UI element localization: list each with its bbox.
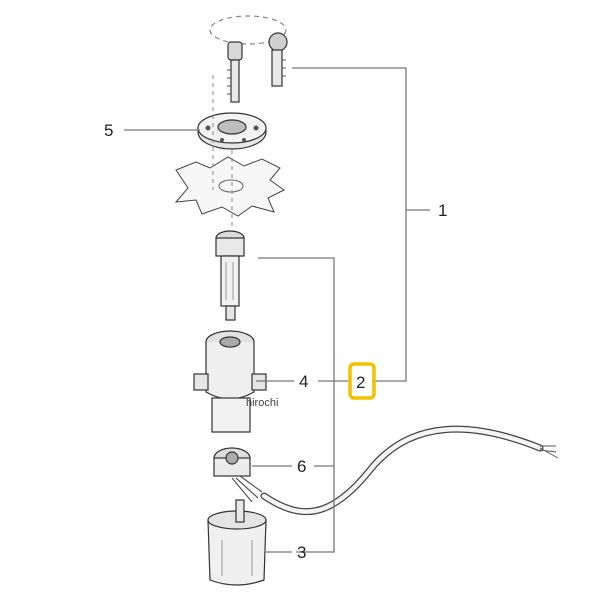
cover-boot [207,499,267,586]
ignition-switch [213,447,263,503]
lock-housing [193,330,267,433]
key-left [227,41,243,103]
wiring-harness [260,425,559,516]
leader-line-2 [258,257,335,553]
callout-3: 3 [297,543,306,562]
highlight-box [348,362,376,400]
callout-4: 4 [299,372,308,391]
leader-line-1 [292,67,430,382]
callout-2: 2 [356,373,365,392]
cover-plate [197,112,267,150]
watermark-text: hirochi [246,397,278,409]
lock-cylinder [215,230,245,321]
callout-5: 5 [104,121,113,140]
callout-1: 1 [438,201,447,220]
key-right [268,32,288,87]
frame-cutout [174,156,285,217]
frame-hole [218,179,244,193]
callout-6: 6 [297,457,306,476]
key-ring [209,15,287,45]
